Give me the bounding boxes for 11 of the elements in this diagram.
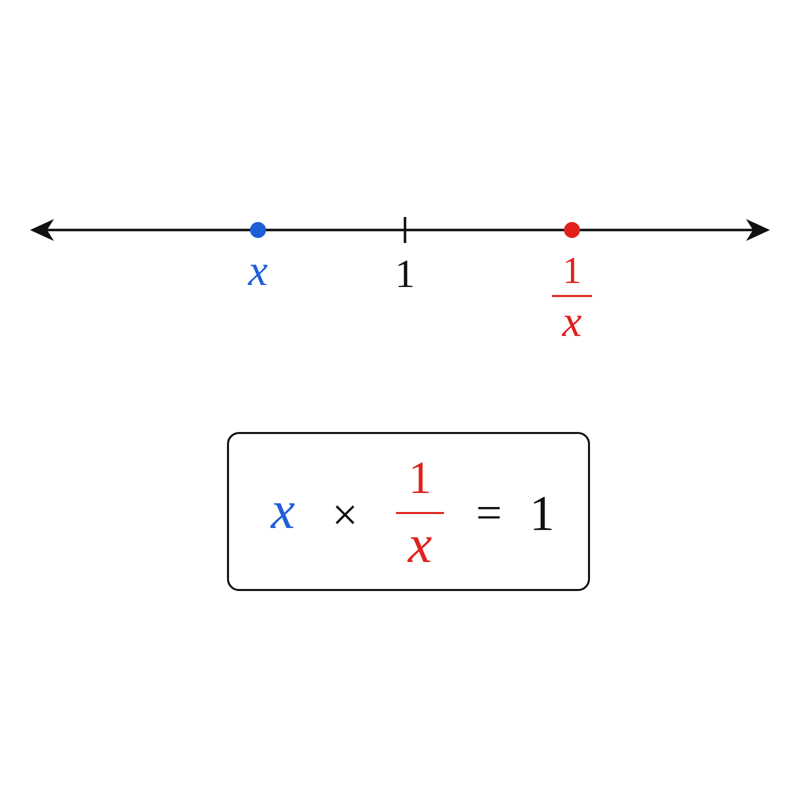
operator: =: [476, 490, 502, 536]
equation-box: [227, 432, 590, 591]
operator: ×: [332, 492, 358, 538]
variable: x: [271, 483, 295, 537]
result-number: 1: [530, 488, 554, 538]
variable-label: x: [248, 249, 268, 293]
fraction-denominator: x: [562, 300, 582, 344]
fraction-numerator: 1: [562, 252, 582, 290]
fraction-denominator: x: [408, 517, 432, 571]
tick-label: 1: [395, 254, 415, 294]
fraction-numerator: 1: [408, 455, 432, 501]
